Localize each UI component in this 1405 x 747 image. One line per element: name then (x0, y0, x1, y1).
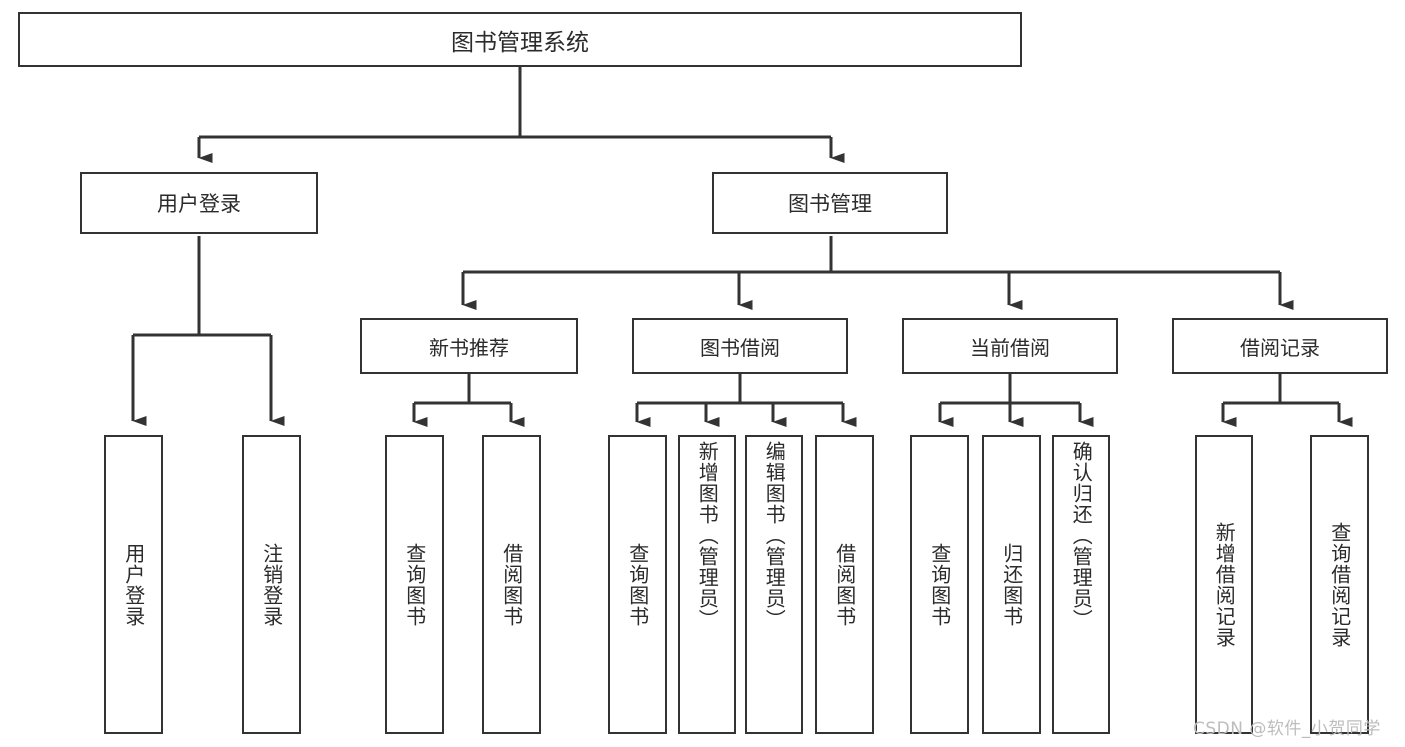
leaf-logout-login[interactable]: 注销登录 (242, 435, 301, 734)
leaf-borrow-book-2-label: 借阅图书 (832, 542, 857, 627)
leaf-user-login-label: 用户登录 (121, 542, 146, 627)
leaf-query-record-label: 查询借阅记录 (1327, 521, 1352, 648)
leaf-add-book-label: 新增图书（管理员） (695, 441, 720, 630)
node-current-borrow-label: 当前借阅 (970, 335, 1050, 360)
node-root[interactable]: 图书管理系统 (18, 12, 1022, 67)
leaf-borrow-book-1[interactable]: 借阅图书 (482, 435, 541, 734)
node-current-borrow[interactable]: 当前借阅 (902, 318, 1118, 374)
node-borrow-record-label: 借阅记录 (1240, 335, 1320, 360)
leaf-return-book-label: 归还图书 (999, 542, 1024, 627)
leaf-logout-login-label: 注销登录 (259, 542, 284, 627)
node-root-label: 图书管理系统 (451, 29, 589, 56)
node-borrow-record[interactable]: 借阅记录 (1172, 318, 1388, 374)
leaf-return-book[interactable]: 归还图书 (982, 435, 1041, 734)
node-book-borrow[interactable]: 图书借阅 (632, 318, 848, 374)
leaf-query-book-2[interactable]: 查询图书 (608, 435, 667, 734)
leaf-user-login[interactable]: 用户登录 (104, 435, 163, 734)
leaf-edit-book[interactable]: 编辑图书（管理员） (745, 435, 803, 734)
node-new-book-recommend[interactable]: 新书推荐 (360, 318, 578, 374)
node-user-login-label: 用户登录 (157, 192, 241, 216)
node-new-book-recommend-label: 新书推荐 (429, 335, 509, 360)
leaf-query-book-3[interactable]: 查询图书 (910, 435, 969, 734)
leaf-query-book-1[interactable]: 查询图书 (385, 435, 444, 734)
leaf-borrow-book-1-label: 借阅图书 (499, 542, 524, 627)
node-book-manage-label: 图书管理 (788, 192, 872, 216)
node-book-manage[interactable]: 图书管理 (712, 172, 948, 234)
leaf-edit-book-label: 编辑图书（管理员） (762, 441, 787, 630)
leaf-borrow-book-2[interactable]: 借阅图书 (815, 435, 874, 734)
leaf-add-book[interactable]: 新增图书（管理员） (678, 435, 736, 734)
leaf-add-record[interactable]: 新增借阅记录 (1195, 435, 1253, 734)
leaf-query-book-1-label: 查询图书 (402, 542, 427, 627)
leaf-query-book-3-label: 查询图书 (927, 542, 952, 627)
leaf-query-book-2-label: 查询图书 (625, 542, 650, 627)
csdn-watermark: CSDN @软件_小贺同学 (1193, 719, 1381, 739)
leaf-query-record[interactable]: 查询借阅记录 (1310, 435, 1369, 734)
leaf-confirm-return-label: 确认归还（管理员） (1069, 441, 1094, 630)
leaf-confirm-return[interactable]: 确认归还（管理员） (1052, 435, 1110, 734)
node-user-login[interactable]: 用户登录 (80, 172, 318, 234)
leaf-add-record-label: 新增借阅记录 (1212, 521, 1237, 648)
node-book-borrow-label: 图书借阅 (700, 335, 780, 360)
